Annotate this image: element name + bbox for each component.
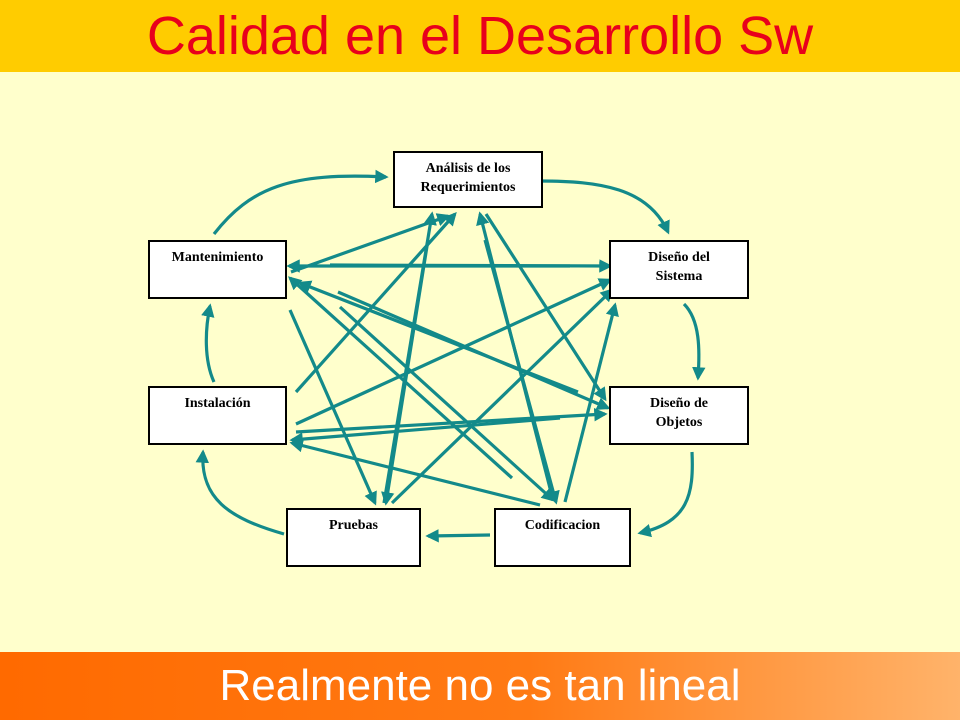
node-label-line: Requerimientos	[420, 180, 516, 195]
node-label-line: Objetos	[655, 415, 703, 430]
node-mantenimiento: Mantenimiento	[148, 240, 287, 299]
cycle-arrow-diseno-objetos-to-codificacion	[637, 451, 694, 538]
cross-arrow-codificacion-to-instalacion	[289, 439, 541, 507]
cycle-arrow-analisis-to-diseno-sistema	[539, 179, 670, 235]
cross-arrow-diseno-objetos-to-instalacion	[289, 416, 561, 446]
node-diseno-objetos: Diseño de Objetos	[609, 386, 749, 445]
footer-bar: Realmente no es tan lineal	[0, 652, 960, 720]
cycle-arrow-codificacion-to-pruebas	[425, 529, 491, 543]
slide-footer-caption: Realmente no es tan lineal	[219, 661, 741, 710]
cycle-arrow-mantenimiento-to-analisis	[212, 169, 389, 235]
cross-arrow-codificacion-to-diseno-sistema	[563, 302, 619, 503]
cross-arrow-analisis-to-pruebas	[381, 239, 430, 506]
node-label-line: Diseño de	[650, 396, 708, 411]
node-pruebas: Pruebas	[286, 508, 421, 567]
cross-arrow-instalacion-to-diseno-sistema	[295, 278, 613, 426]
slide-title: Calidad en el Desarrollo Sw	[146, 6, 814, 66]
node-codificacion: Codificacion	[494, 508, 631, 567]
cross-arrow-mantenimiento-to-codificacion	[338, 305, 555, 502]
cross-arrow-codificacion-to-mantenimiento	[288, 276, 514, 480]
node-analisis-requerimientos: Análisis de los Requerimientos	[393, 151, 543, 208]
node-label-line: Pruebas	[329, 518, 378, 533]
cycle-arrow-instalacion-to-mantenimiento	[201, 303, 216, 383]
cross-arrow-diseno-objetos-to-mantenimiento	[297, 280, 579, 394]
title-bar: Calidad en el Desarrollo Sw	[0, 0, 960, 72]
cross-arrow-analisis-to-codificacion	[483, 239, 560, 505]
cross-arrow-analisis-to-diseno-objetos	[484, 213, 607, 402]
node-label-line: Mantenimiento	[171, 250, 264, 265]
node-instalacion: Instalación	[148, 386, 287, 445]
cross-arrow-mantenimiento-to-analisis	[290, 213, 451, 274]
cycle-arrow-diseno-sistema-to-diseno-objetos	[682, 302, 706, 381]
node-label-line: Instalación	[184, 396, 251, 411]
node-label-line: Codificacion	[524, 518, 601, 533]
node-label-line: Diseño del	[648, 250, 710, 265]
cycle-arrow-pruebas-to-instalacion	[195, 449, 285, 536]
cross-arrow-pruebas-to-diseno-sistema	[390, 288, 614, 505]
node-label-line: Análisis de los	[425, 161, 511, 176]
node-label-line: Sistema	[655, 269, 703, 284]
node-diseno-sistema: Diseño del Sistema	[609, 240, 749, 299]
